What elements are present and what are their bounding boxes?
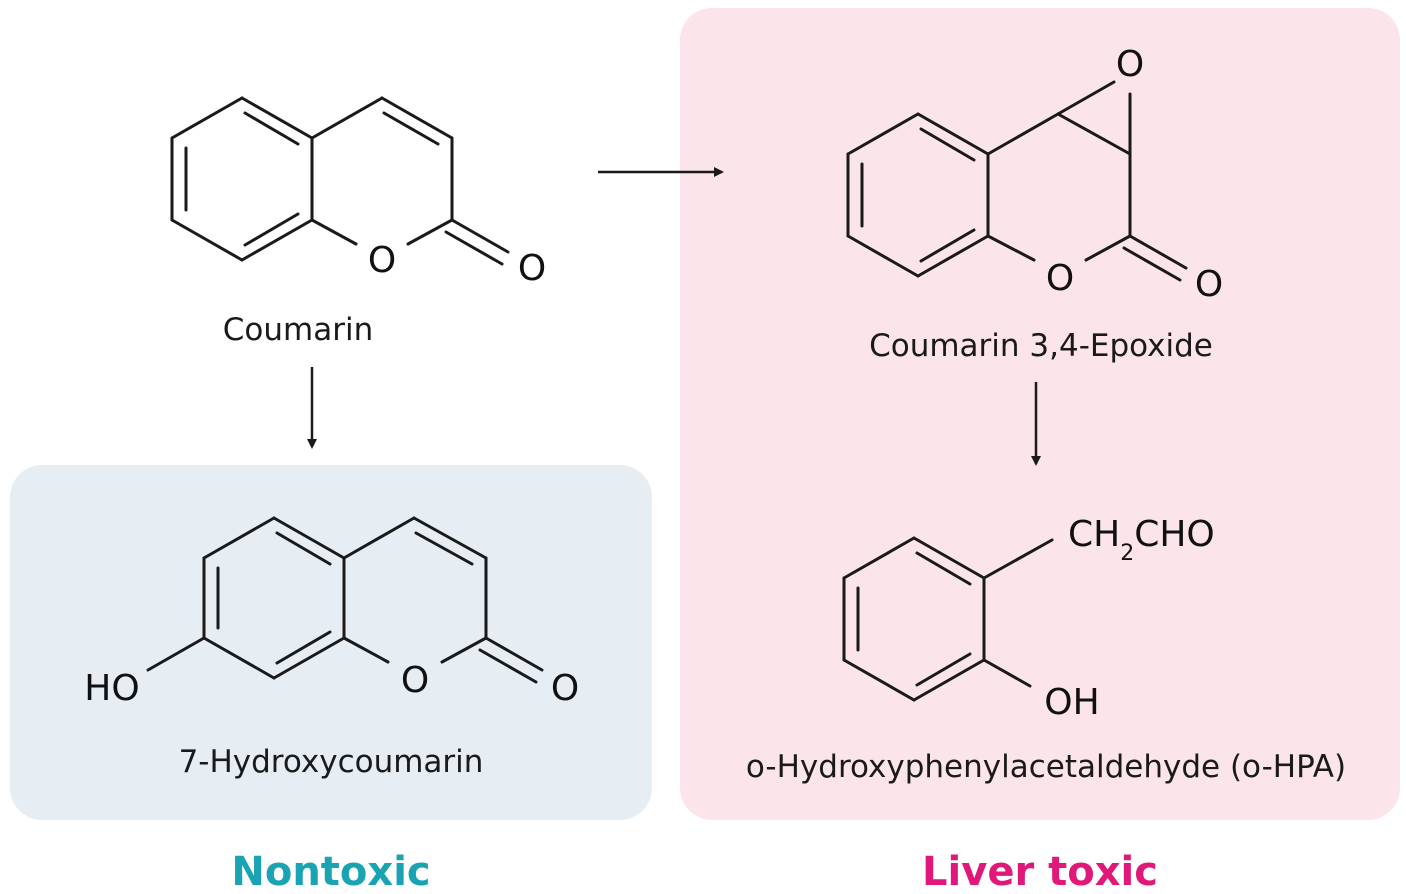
ohpa-ch2cho: CH2CHO bbox=[1068, 514, 1215, 566]
coumarin-carbonyl-oxygen: O bbox=[518, 248, 546, 289]
ohpa-subscript-2: 2 bbox=[1120, 541, 1134, 566]
epoxide-structure bbox=[846, 80, 1188, 282]
ohpa-structure bbox=[842, 536, 1054, 702]
epoxide-label: Coumarin 3,4-Epoxide bbox=[869, 328, 1213, 364]
ohpa-cho: CHO bbox=[1134, 514, 1215, 555]
epoxide-oxygen: O bbox=[1116, 44, 1144, 85]
epoxide-ring-oxygen: O bbox=[1046, 258, 1074, 299]
nontoxic-verdict: Nontoxic bbox=[231, 849, 430, 894]
coumarin-ring-oxygen: O bbox=[368, 240, 396, 281]
liver-toxic-verdict: Liver toxic bbox=[922, 849, 1158, 894]
ohpa-hydroxyl: OH bbox=[1044, 682, 1099, 723]
epoxide-carbonyl-oxygen: O bbox=[1195, 264, 1223, 305]
hydroxycoumarin-carbonyl-oxygen: O bbox=[551, 668, 579, 709]
coumarin-structure bbox=[170, 96, 510, 266]
coumarin-label: Coumarin bbox=[223, 312, 373, 348]
hydroxycoumarin-label: 7-Hydroxycoumarin bbox=[179, 744, 484, 780]
ohpa-ch: CH bbox=[1068, 514, 1120, 555]
ohpa-label: o-Hydroxyphenylacetaldehyde (o-HPA) bbox=[746, 749, 1346, 785]
liver-toxic-panel bbox=[680, 8, 1400, 820]
hydroxycoumarin-structure bbox=[146, 516, 544, 684]
nontoxic-panel bbox=[10, 465, 652, 820]
hydroxycoumarin-ring-oxygen: O bbox=[401, 660, 429, 701]
hydroxycoumarin-hydroxyl: HO bbox=[84, 668, 139, 709]
